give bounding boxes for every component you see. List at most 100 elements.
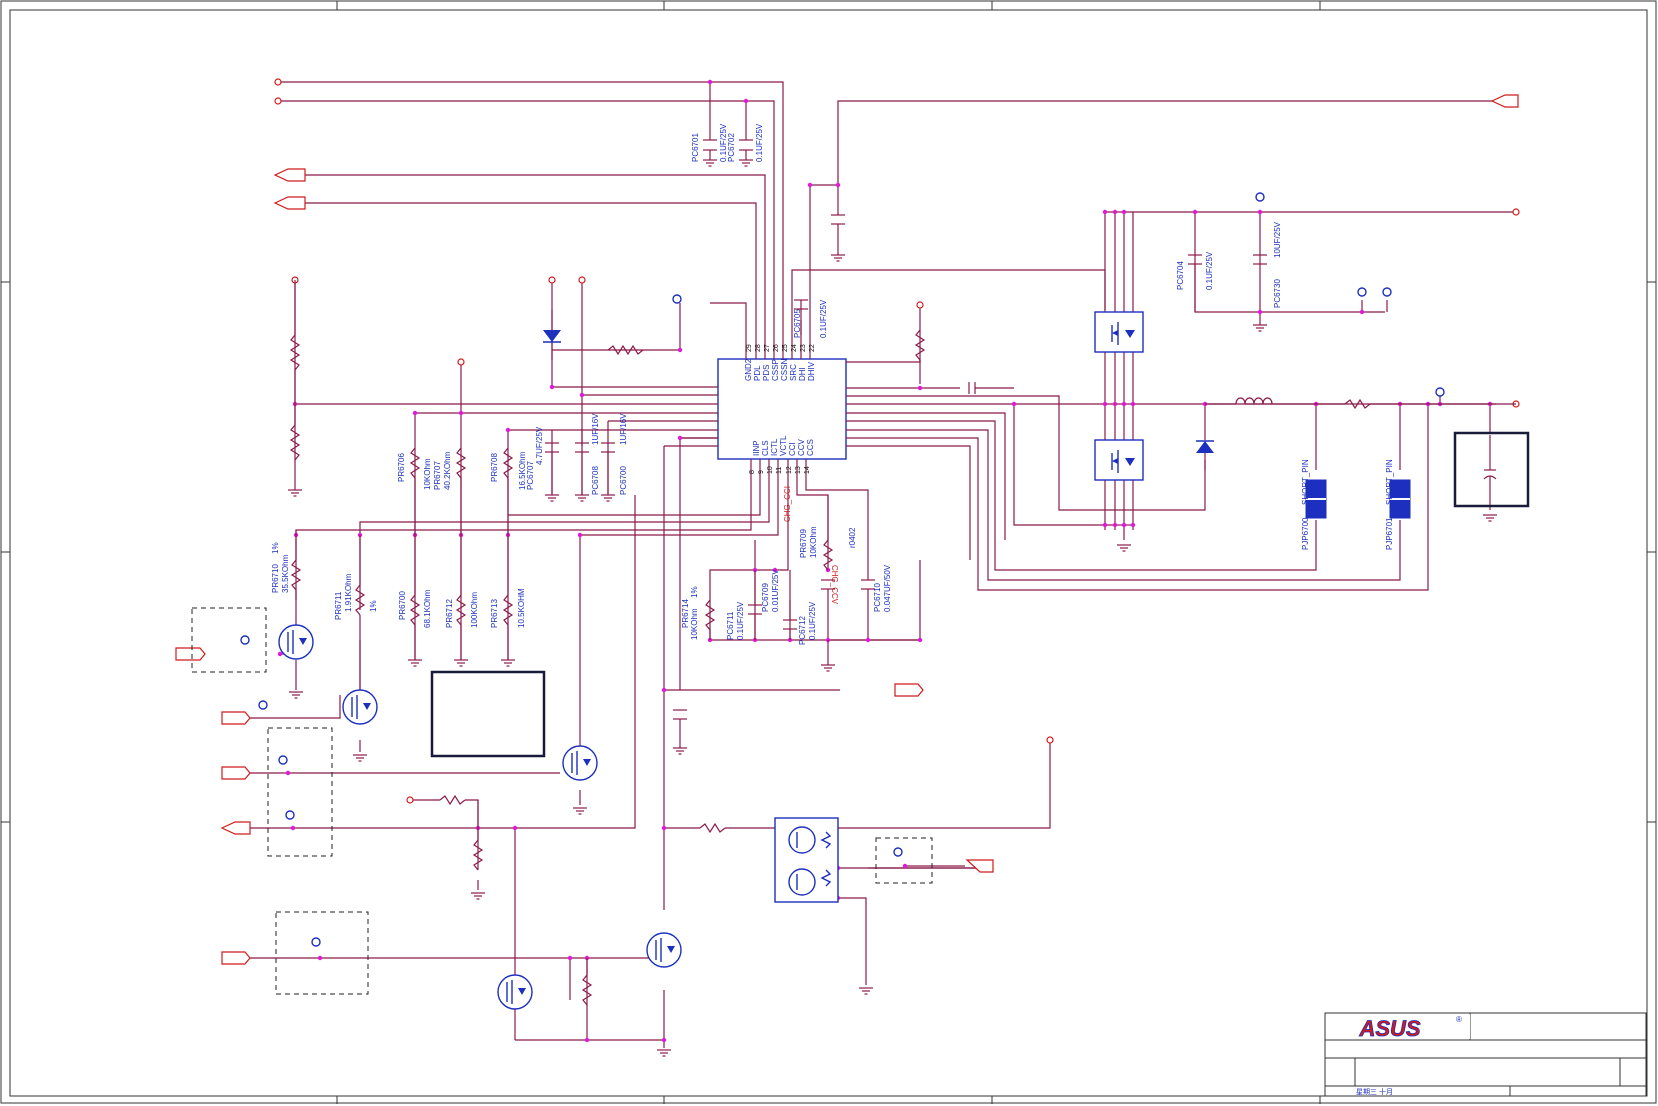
pkg-pr6709: r0402 (848, 527, 857, 548)
label-pc6711: PC6711 (726, 611, 735, 640)
ic-pin-number: 11 (776, 467, 783, 474)
label-pc6730: PC6730 (1273, 279, 1282, 308)
ic-pin-label: GND2 (744, 358, 753, 381)
value-pc6702: 0.1UF/25V (755, 123, 764, 162)
ic-pin-number: 26 (773, 344, 780, 352)
ic-pin-labels-bottom: IINP CLS ICTL VCTL CCI CCV CCS (752, 435, 815, 456)
value-pr6709: 10KOhm (809, 526, 818, 558)
dual-transistor (774, 817, 839, 903)
label-pc6702: PC6702 (727, 133, 736, 162)
ic-pin-label: VCTL (779, 435, 788, 456)
power-mosfet-low (1094, 439, 1144, 481)
label-pr6711: PR6711 (334, 591, 343, 620)
empty-block (430, 670, 546, 758)
value-pr6711: 1.91KOhm (344, 573, 353, 612)
junctions (277, 79, 1493, 1043)
label-pr6707: PR6707 (433, 461, 442, 490)
ic-pin-numbers: 29 28 27 26 25 24 23 22 8 9 10 11 12 13 … (746, 344, 816, 474)
value-pr6707: 40.2KOhm (443, 451, 452, 490)
power-mosfet-high (1094, 311, 1144, 353)
ic-pin-label: CCI (788, 442, 797, 456)
wires (248, 81, 1516, 1048)
diodes (543, 310, 1214, 470)
label-pjp6700: PJP6700 (1301, 517, 1310, 550)
label-pc6701: PC6701 (691, 133, 700, 162)
label-pr6709: PR6709 (799, 529, 808, 558)
net-chg-ccv: CHG_CCV (830, 565, 839, 605)
ic-pin-number: 24 (791, 344, 798, 352)
ground-symbols (288, 159, 1497, 1057)
net-chg-cci: CHG_CCI (783, 486, 792, 522)
ic-pin-number: 22 (809, 344, 816, 352)
ic-pin-label: CSSN (780, 359, 789, 381)
value-pc6705: 0.1UF/25V (819, 299, 828, 338)
tol-pr6710: 1% (271, 542, 280, 554)
ic-pin-label: PDS (762, 365, 771, 381)
resistor-leads (294, 280, 1516, 975)
tol-pr6711: 1% (369, 600, 378, 612)
value-pr6714: 10KOhm (690, 608, 699, 640)
ic-pin-number: 14 (804, 466, 811, 474)
ic-pin-number: 9 (758, 470, 765, 474)
ic-pin-number: 29 (746, 344, 753, 352)
value-pc6711: 0.1UF/25V (736, 601, 745, 640)
ic-pin-label: DHIV (807, 361, 816, 381)
value-pc6707: 4.7UF/25V (535, 426, 544, 465)
label-pr6713: PR6713 (490, 599, 499, 628)
label-pr6708: PR6708 (490, 453, 499, 482)
ic-pin-label: SRC (789, 364, 798, 381)
small-mosfets (278, 624, 682, 1010)
label-pc6704: PC6704 (1176, 261, 1185, 290)
value-pr6710: 35.5KOhm (281, 554, 290, 593)
output-capacitor-box (1453, 431, 1530, 508)
value-pr6712: 100KOhm (470, 592, 479, 628)
ic-pin-number: 10 (767, 466, 774, 474)
label-pc6707: PC6707 (526, 461, 535, 490)
type-pjp6701: SHORT_PIN (1385, 459, 1394, 505)
value-pc6709: 0.01UF/25V (771, 569, 780, 612)
ic-pin-label: CSSP (771, 359, 780, 381)
resistors (289, 329, 1371, 1006)
registered-mark: ® (1456, 1015, 1462, 1024)
ic-pin-label: CLS (761, 440, 770, 456)
ic-pin-label: PDL (753, 365, 762, 381)
ic-pin-number: 25 (782, 344, 789, 352)
value-pr6708: 16.5KOhm (518, 451, 527, 490)
value-pc6710: 0.047UF/50V (883, 564, 892, 612)
off-page-ports (175, 78, 1520, 965)
footer-date: 星期三 十月 (1356, 1087, 1393, 1096)
label-pc6705: PC6705 (793, 309, 802, 338)
type-pjp6700: SHORT_PIN (1301, 459, 1310, 505)
value-pc6704: 0.1UF/25V (1205, 251, 1214, 290)
ic-pin-label: DHI (798, 367, 807, 381)
asus-logo: ASUS (1358, 1016, 1420, 1041)
net-labels: CHG_CCI CHG_CCV (783, 486, 839, 605)
ic-pin-number: 13 (795, 466, 802, 474)
short-pin-jumpers (1305, 479, 1411, 519)
asus-logo-panel (1328, 1014, 1470, 1039)
label-pc6708: PC6708 (591, 466, 600, 495)
ic-pin-number: 12 (786, 466, 793, 474)
label-pr6706: PR6706 (397, 453, 406, 482)
ic-pin-label: CCS (806, 439, 815, 456)
ic-pin-number: 28 (755, 344, 762, 352)
value-pr6706: 10KOhm (423, 458, 432, 490)
label-pc6709: PC6709 (761, 583, 770, 612)
tol-pr6714: 1% (690, 586, 699, 598)
ic-pin-number: 23 (800, 344, 807, 352)
label-pr6714: PR6714 (681, 599, 690, 628)
label-pr6710: PR6710 (271, 564, 280, 593)
value-pc6700: 1UF/16V (619, 413, 628, 445)
ic-pin-label: CCV (797, 438, 806, 456)
value-pc6712: 0.1UF/25V (808, 601, 817, 640)
value-pc6730: 10UF/25V (1273, 221, 1282, 258)
ic-pin-label: ICTL (770, 438, 779, 456)
title-block: ASUS ® 星期三 十月 (1324, 1012, 1647, 1097)
value-pr6713: 10.5KOHM (517, 588, 526, 628)
value-pc6701: 0.1UF/25V (719, 123, 728, 162)
label-pc6710: PC6710 (873, 583, 882, 612)
ic-top-pin-stubs (745, 335, 811, 482)
capacitors (545, 139, 1267, 748)
